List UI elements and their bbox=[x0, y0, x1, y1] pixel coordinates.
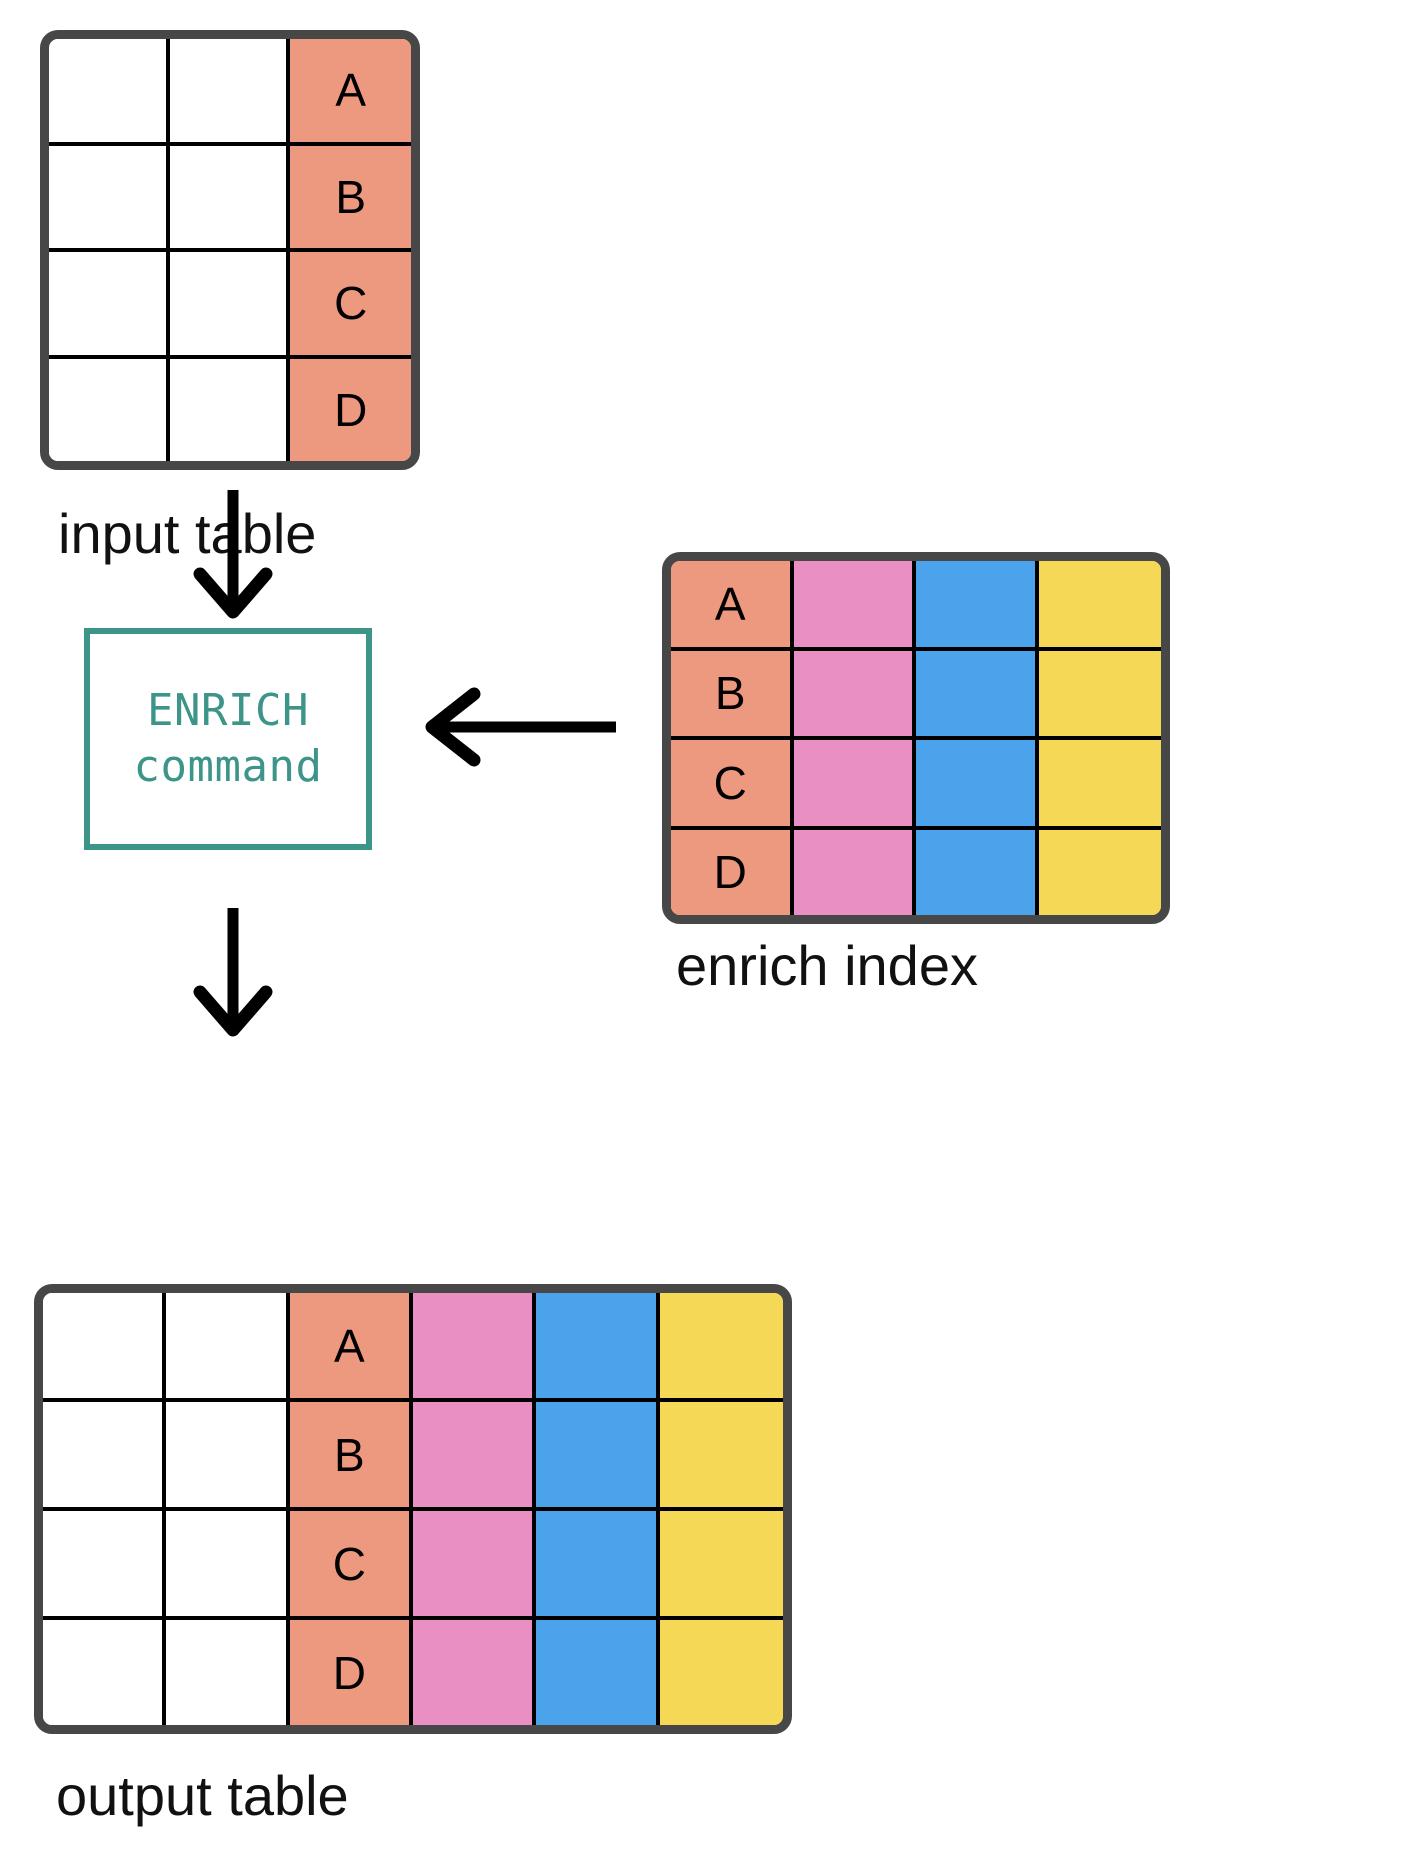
enrich-command-line-2: command bbox=[133, 741, 323, 792]
table-cell bbox=[916, 561, 1039, 647]
table-cell bbox=[166, 1293, 290, 1398]
table-row: B bbox=[671, 650, 1161, 740]
table-cell bbox=[916, 829, 1039, 915]
table-row: B bbox=[43, 1402, 783, 1511]
table-cell bbox=[166, 1402, 290, 1507]
table-cell-key: D bbox=[289, 1620, 414, 1725]
table-cell bbox=[49, 145, 170, 248]
table-cell bbox=[793, 650, 917, 736]
table-cell bbox=[166, 1511, 290, 1616]
table-cell bbox=[413, 1511, 537, 1616]
table-cell-key: C bbox=[671, 740, 794, 826]
table-cell bbox=[536, 1511, 660, 1616]
table-cell-key: B bbox=[290, 145, 411, 248]
table-row: A bbox=[49, 39, 411, 146]
table-cell bbox=[793, 740, 917, 826]
table-cell-key: D bbox=[671, 829, 794, 915]
table-cell bbox=[169, 358, 291, 461]
table-cell bbox=[43, 1293, 167, 1398]
table-cell-key: A bbox=[290, 39, 411, 142]
table-cell bbox=[536, 1293, 660, 1398]
table-cell bbox=[659, 1511, 783, 1616]
table-cell bbox=[169, 252, 291, 355]
enrich-index-caption: enrich index bbox=[676, 934, 978, 997]
table-row: D bbox=[49, 358, 411, 461]
output-table-caption: output table bbox=[56, 1764, 349, 1827]
table-row: C bbox=[43, 1511, 783, 1620]
table-cell bbox=[1038, 829, 1161, 915]
table-cell-key: D bbox=[290, 358, 411, 461]
table-cell-key: B bbox=[671, 650, 794, 736]
table-cell-key: A bbox=[671, 561, 794, 647]
table-cell bbox=[536, 1402, 660, 1507]
table-cell bbox=[1038, 740, 1161, 826]
arrow-input-to-command-icon bbox=[178, 490, 288, 620]
table-cell bbox=[536, 1620, 660, 1725]
table-row: D bbox=[43, 1620, 783, 1725]
table-cell bbox=[413, 1620, 537, 1725]
table-cell bbox=[793, 561, 917, 647]
table-row: A bbox=[43, 1293, 783, 1402]
table-cell bbox=[169, 145, 291, 248]
table-cell-key: B bbox=[289, 1402, 414, 1507]
enrich-command-line-1: ENRICH bbox=[147, 684, 309, 736]
table-row: C bbox=[671, 740, 1161, 830]
table-cell-key: C bbox=[290, 252, 411, 355]
table-cell bbox=[49, 39, 170, 142]
table-cell-key: C bbox=[289, 1511, 414, 1616]
table-cell bbox=[793, 829, 917, 915]
table-cell bbox=[413, 1402, 537, 1507]
table-row: A bbox=[671, 561, 1161, 651]
table-cell bbox=[659, 1620, 783, 1725]
input-table-caption: input table bbox=[58, 502, 317, 565]
table-cell bbox=[49, 252, 170, 355]
table-row: B bbox=[49, 145, 411, 252]
enrich-command-box: ENRICH command bbox=[84, 628, 372, 850]
table-cell-key: A bbox=[289, 1293, 414, 1398]
table-row: C bbox=[49, 252, 411, 359]
table-cell bbox=[413, 1293, 537, 1398]
table-cell bbox=[916, 740, 1039, 826]
table-cell bbox=[1038, 561, 1161, 647]
table-cell bbox=[916, 650, 1039, 736]
table-cell bbox=[1038, 650, 1161, 736]
table-cell bbox=[659, 1293, 783, 1398]
table-cell bbox=[166, 1620, 290, 1725]
table-cell bbox=[43, 1620, 167, 1725]
table-cell bbox=[659, 1402, 783, 1507]
table-cell bbox=[43, 1402, 167, 1507]
table-row: D bbox=[671, 829, 1161, 915]
table-cell bbox=[169, 39, 291, 142]
arrow-command-to-output-icon bbox=[178, 908, 288, 1038]
table-cell bbox=[43, 1511, 167, 1616]
table-cell bbox=[49, 358, 170, 461]
arrow-index-to-command-icon bbox=[416, 672, 616, 782]
